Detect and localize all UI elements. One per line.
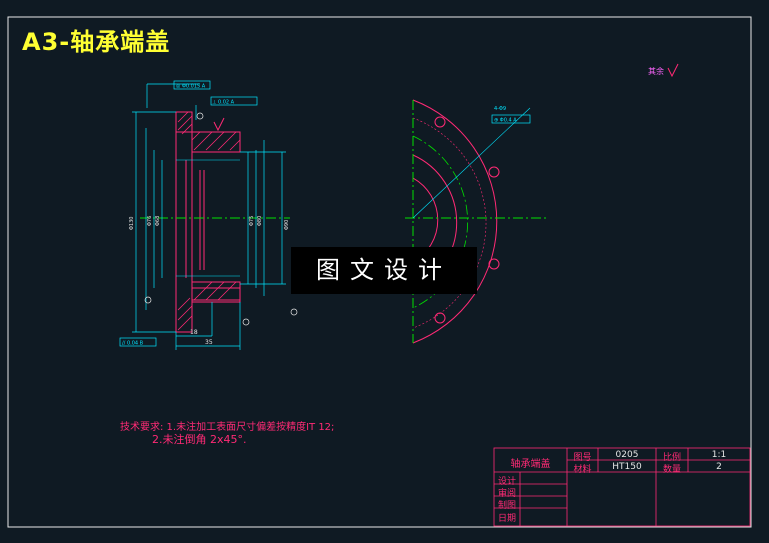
title-block-grid (493, 447, 751, 527)
tech-requirement-2-text: 2.未注倒角 2x45°. (152, 433, 247, 446)
dim-right-dia-2: Φ80 (257, 216, 263, 226)
flange-outline (175, 111, 193, 333)
tech-requirement-1: 技术要求: 1.未注加工表面尺寸偏差按精度IT 12; (120, 422, 335, 433)
quantity-value: 2 (716, 462, 722, 472)
tol-perpendicularity: ⊥ 0.02 A (212, 100, 235, 106)
roughness-note: 其余 (648, 67, 664, 76)
date-label: 日期 (497, 514, 516, 524)
drawing-no-label: 图号 (573, 453, 592, 463)
material-label: 材料 (573, 465, 592, 475)
tol-position: ⊕ Φ0.4 A (494, 118, 517, 124)
outer-frame (7, 16, 752, 528)
part-name: 轴承端盖 (510, 459, 551, 470)
tol-parallelism: // 0.04 B (122, 341, 144, 347)
drawing-title: A3-轴承端盖 (22, 28, 171, 56)
drawing-no: 0205 (615, 450, 639, 460)
scale-value: 1:1 (711, 450, 727, 460)
dim-18: 18 (190, 329, 198, 336)
holes-label: 4-Φ9 (494, 106, 506, 112)
hatch-bottom (177, 281, 237, 331)
datum-markers (144, 112, 298, 326)
dim-35: 35 (205, 339, 213, 346)
dimension-lines (119, 80, 286, 350)
dim-outer-dia: Φ130 (129, 217, 135, 230)
dim-left-dia-2: Φ68 (155, 216, 161, 226)
dim-right-dia-3: Φ90 (284, 220, 290, 230)
quantity-label: 数量 (662, 465, 681, 475)
scale-label: 比例 (662, 453, 681, 463)
material-value: HT150 (612, 462, 642, 472)
half-view (405, 99, 548, 344)
design-label: 设计 (497, 477, 516, 487)
tech-requirement-2: 2.未注倒角 2x45°. (152, 431, 247, 447)
roughness-symbols (213, 63, 679, 132)
tol-concentricity: ◎ Φ0.015 A (176, 84, 206, 90)
dim-left-dia-1: Φ76 (147, 216, 153, 226)
drawing-label: 制图 (497, 501, 516, 511)
check-label: 审阅 (497, 489, 516, 499)
watermark: 图文设计 (291, 247, 477, 294)
section-view (140, 111, 290, 333)
dim-right-dia-1: Φ75 (249, 216, 255, 226)
hatch-top (177, 111, 241, 151)
